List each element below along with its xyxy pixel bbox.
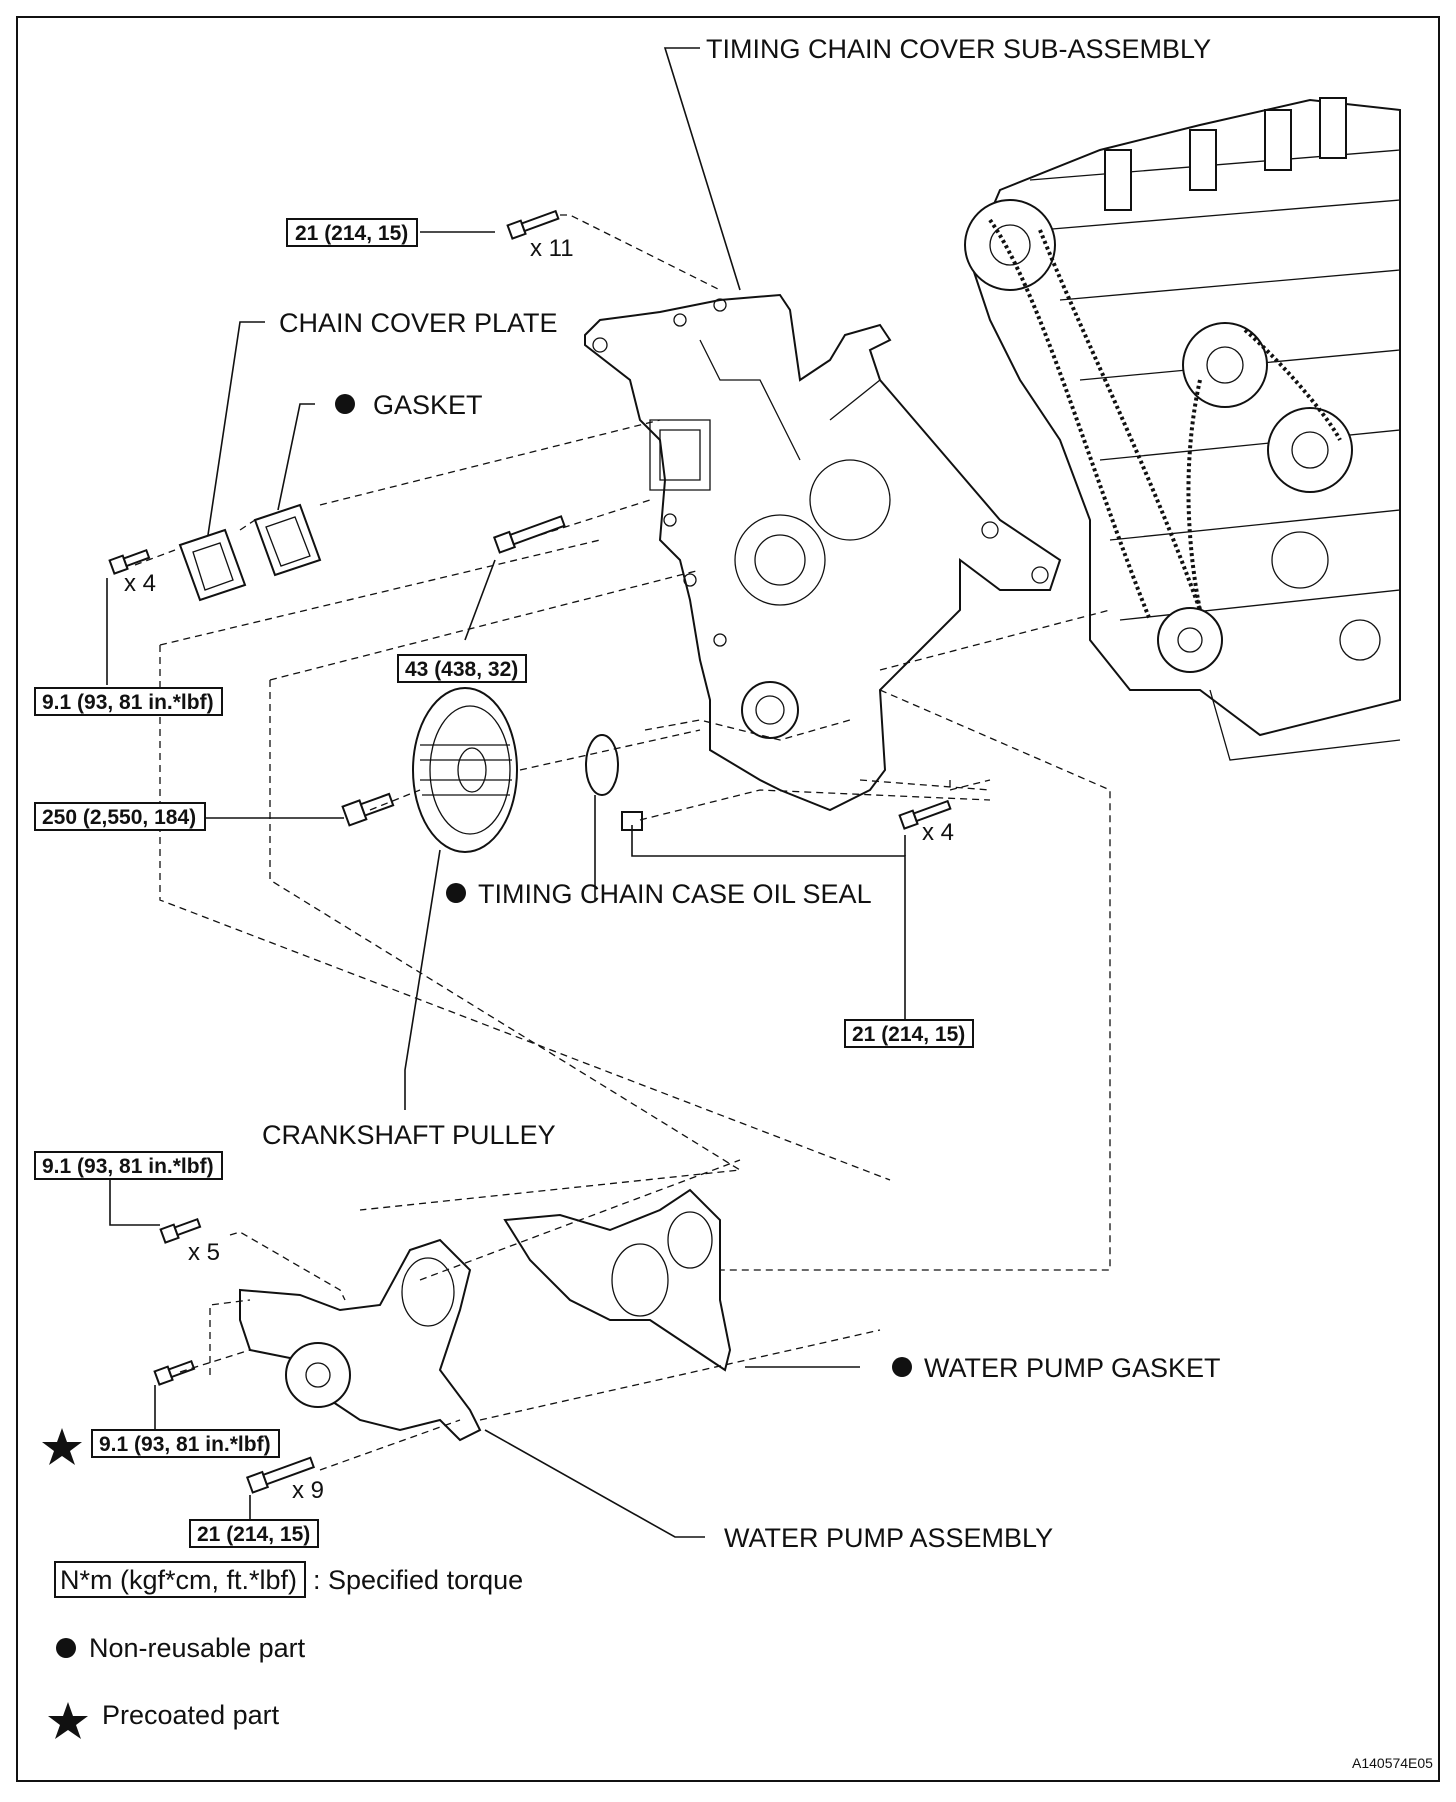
- engine-block: [964, 97, 1401, 761]
- legend-precoated: Precoated part: [102, 1700, 280, 1730]
- bolts: [108, 209, 952, 1494]
- legend-non-reusable: Non-reusable part: [89, 1633, 306, 1663]
- bolt-quantity: x 4: [922, 819, 954, 846]
- chain-cover-plate-part: [178, 528, 247, 602]
- label-oil-seal: TIMING CHAIN CASE OIL SEAL: [478, 879, 872, 909]
- water-pump-gasket-part: [503, 1188, 732, 1372]
- torque-box: [286, 218, 418, 247]
- torque-value: 21 (214, 15): [295, 222, 408, 245]
- label-chain-cover-plate: CHAIN COVER PLATE: [279, 308, 558, 338]
- label-timing-chain-cover: TIMING CHAIN COVER SUB-ASSEMBLY: [706, 34, 1211, 64]
- precoated-star-icon: [42, 1428, 82, 1465]
- legend-torque-desc: : Specified torque: [313, 1565, 523, 1595]
- precoated-star-icon: [48, 1702, 88, 1739]
- non-reusable-icon: [892, 1357, 912, 1377]
- alignment-lines: [134, 214, 1111, 1471]
- torque-value: 250 (2,550, 184): [42, 806, 196, 829]
- torque-box: [34, 687, 223, 716]
- torque-box: [189, 1519, 319, 1548]
- legend-torque-unit: N*m (kgf*cm, ft.*lbf): [60, 1565, 297, 1595]
- legend-torque-box: [54, 1561, 306, 1598]
- figure-id: A140574E05: [1352, 1755, 1433, 1771]
- bolt-quantity: x 5: [188, 1239, 220, 1266]
- label-crankshaft-pulley: CRANKSHAFT PULLEY: [262, 1120, 556, 1150]
- non-reusable-icon: [446, 883, 466, 903]
- timing-chain-cover-part: [584, 293, 1062, 812]
- leader-lines: [106, 47, 906, 1538]
- legend: N*m (kgf*cm, ft.*lbf) : Specified torque…: [48, 1561, 523, 1739]
- torque-value: 43 (438, 32): [405, 658, 518, 681]
- gasket-part: [253, 503, 322, 577]
- torque-box: [91, 1429, 280, 1458]
- torque-value: 9.1 (93, 81 in.*lbf): [99, 1433, 271, 1456]
- torque-value: 9.1 (93, 81 in.*lbf): [42, 691, 214, 714]
- torque-value: 21 (214, 15): [197, 1523, 310, 1546]
- bolt-quantity: x 9: [292, 1477, 324, 1504]
- frame-border: [16, 16, 1440, 1782]
- non-reusable-icon: [56, 1638, 76, 1658]
- torque-box: [844, 1019, 974, 1048]
- oil-seal-part: [585, 734, 619, 796]
- non-reusable-icon: [335, 394, 355, 414]
- torque-box: [397, 654, 527, 683]
- crankshaft-pulley-part: [412, 687, 518, 853]
- bolt-quantity: x 11: [530, 235, 574, 262]
- label-water-pump-gasket: WATER PUMP GASKET: [924, 1353, 1221, 1383]
- label-gasket: GASKET: [373, 390, 483, 420]
- torque-value: 9.1 (93, 81 in.*lbf): [42, 1155, 214, 1178]
- label-water-pump-assembly: WATER PUMP ASSEMBLY: [724, 1523, 1053, 1553]
- torque-value: 21 (214, 15): [852, 1023, 965, 1046]
- torque-box: [34, 1151, 223, 1180]
- water-pump-assembly-part: [239, 1238, 482, 1442]
- bolt-quantity: x 4: [124, 570, 156, 597]
- torque-box: [34, 802, 206, 831]
